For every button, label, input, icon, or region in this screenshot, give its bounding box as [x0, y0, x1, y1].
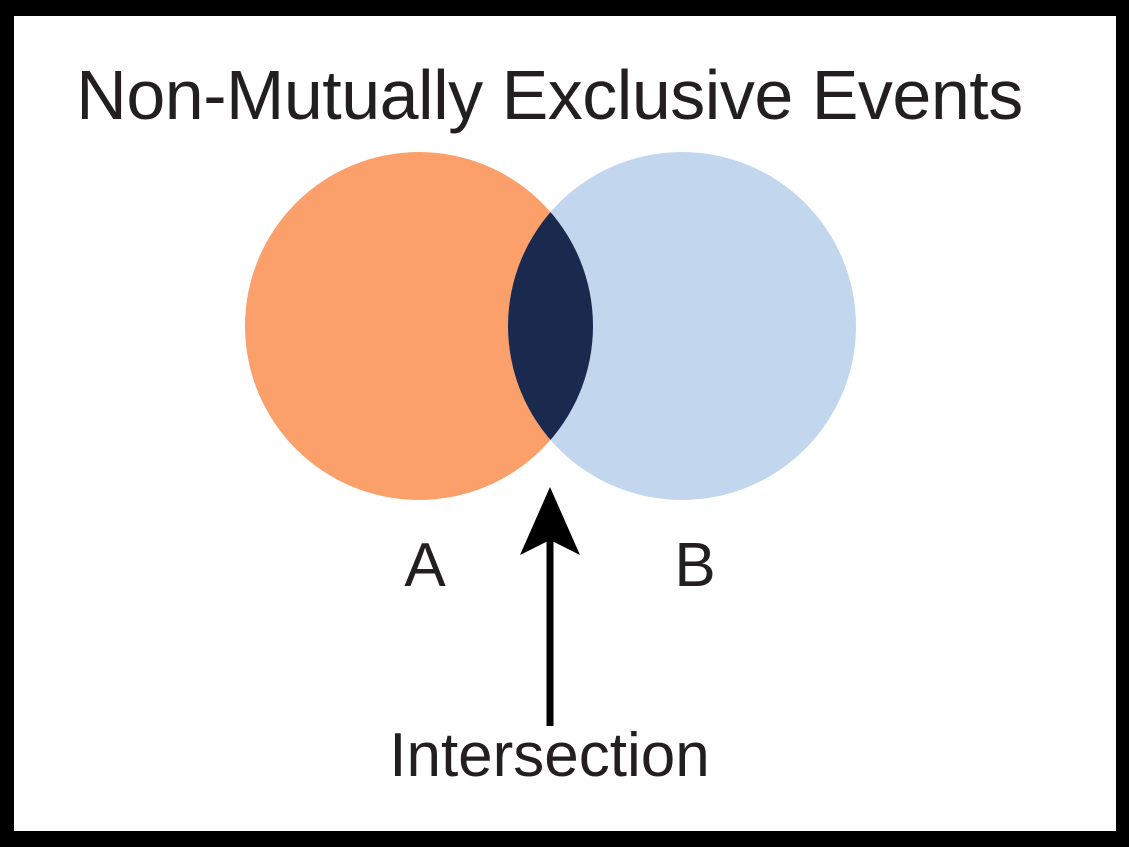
venn-diagram — [245, 152, 856, 726]
annotation-arrow-head — [520, 487, 580, 555]
annotation-label-intersection: Intersection — [389, 721, 710, 790]
venn-circle-a — [245, 152, 593, 500]
venn-circle-b — [508, 152, 856, 500]
figure-canvas: Non-Mutually Exclusive Events A B Inters… — [14, 16, 1116, 831]
venn-label-a: A — [404, 531, 446, 600]
page-title: Non-Mutually Exclusive Events — [76, 56, 1023, 134]
venn-label-b: B — [674, 531, 716, 600]
